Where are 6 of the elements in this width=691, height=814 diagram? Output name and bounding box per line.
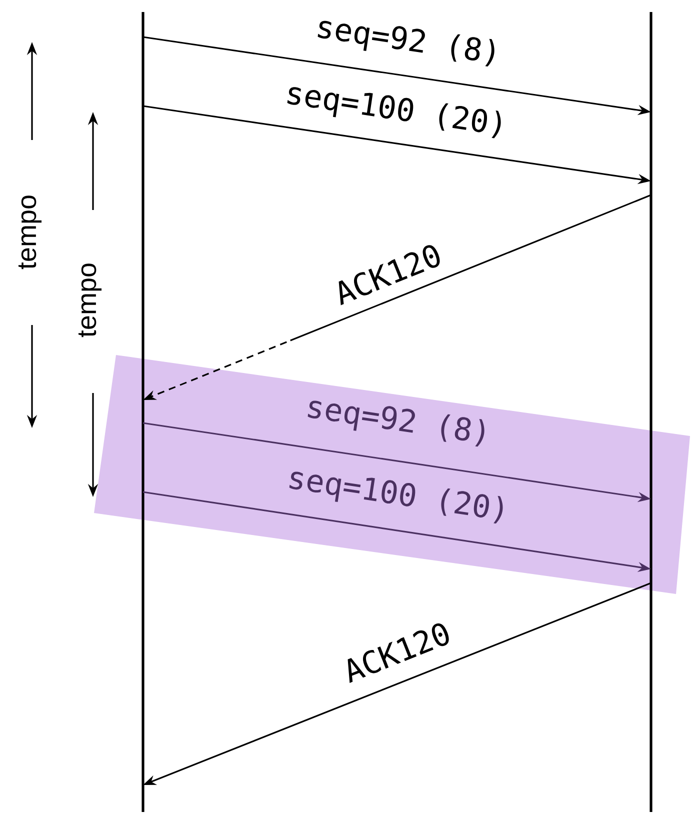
edge-label: seq=100 (20)	[287, 87, 501, 138]
edge-label: seq=92 (8)	[318, 20, 494, 66]
edge-label: seq=92 (8)	[308, 400, 484, 447]
time-label: tempo	[18, 196, 42, 270]
edge-label: seq=100 (20)	[289, 472, 503, 524]
time-label: tempo	[78, 264, 102, 338]
